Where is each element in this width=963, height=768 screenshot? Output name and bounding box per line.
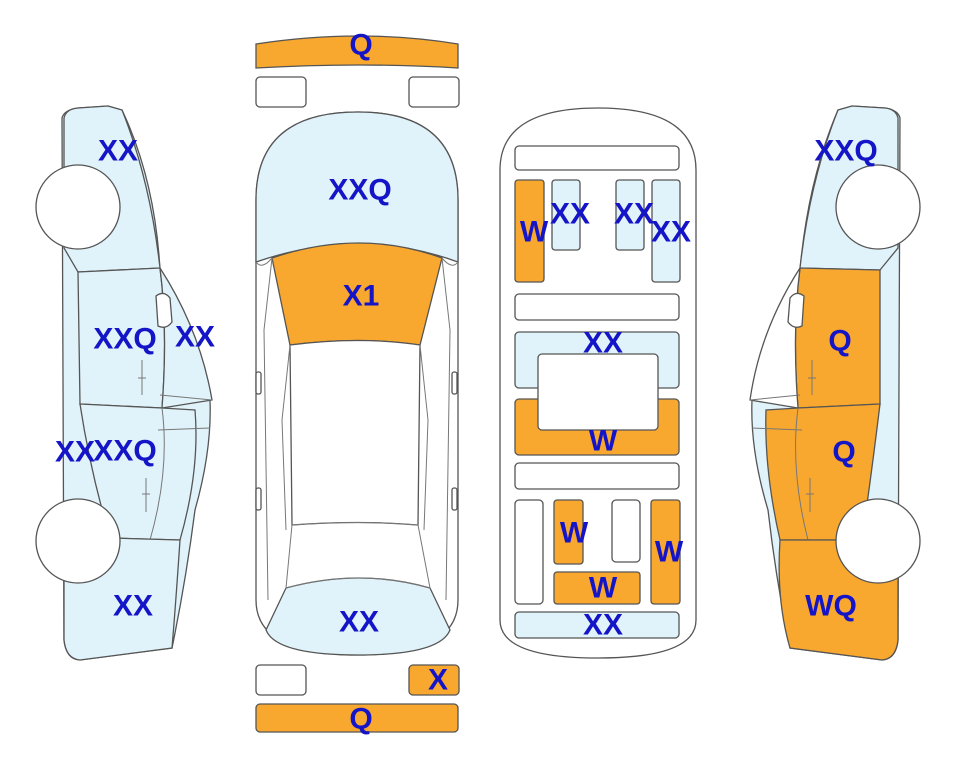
rear-lamp-left[interactable] — [255, 664, 307, 696]
left-front-wheel[interactable] — [35, 164, 121, 250]
left-rear-door-label: XXQ — [93, 435, 156, 468]
rear-panel[interactable] — [514, 611, 680, 639]
roof-panel[interactable] — [289, 339, 421, 526]
frame-right-front[interactable] — [651, 179, 681, 283]
hood-label: XXQ — [328, 174, 391, 207]
frame-inner-2[interactable] — [615, 179, 645, 251]
left-front-door-label: XXQ — [93, 323, 156, 356]
frame-left-front[interactable] — [514, 179, 545, 283]
right-rear-wheel[interactable] — [835, 498, 921, 584]
rear-lamp-right-label: X — [428, 664, 448, 697]
rear-frame-left[interactable] — [553, 499, 584, 565]
frame-inner-1-label: XX — [550, 198, 590, 231]
fuel-tank[interactable] — [537, 353, 659, 431]
rear-crossmember[interactable] — [553, 571, 641, 605]
rear-frame-right[interactable] — [650, 499, 681, 605]
frame-right-front-label: XX — [651, 216, 691, 249]
trunk-lid-label: XX — [339, 606, 379, 639]
left-rocker-label: XX — [55, 436, 95, 469]
rear-bumper-label: Q — [349, 703, 372, 736]
right-front-door-label: Q — [828, 325, 851, 358]
right-rear-door-label: Q — [832, 436, 855, 469]
rear-frame-left-label: W — [560, 517, 589, 550]
top-view: Q XXQ X1 XX X Q — [255, 29, 460, 736]
headlamp-left[interactable] — [255, 76, 307, 108]
rear-panel-label: XX — [583, 609, 623, 642]
right-rear-quarter-label: WQ — [805, 590, 857, 623]
left-side-view: XX XXQ XX XX XXQ XX — [35, 105, 215, 661]
right-mirror[interactable] — [787, 292, 805, 328]
frame-inner-1[interactable] — [551, 179, 581, 251]
right-a-pillar — [749, 267, 801, 409]
underbody-view: W XX XX XX XX W W W W XX — [499, 107, 697, 659]
front-bumper-label: Q — [349, 29, 372, 62]
headlamp-right[interactable] — [408, 76, 460, 108]
left-front-fender-label: XX — [98, 135, 138, 168]
right-front-fender-label: XXQ — [814, 135, 877, 168]
left-rear-wheel[interactable] — [35, 498, 121, 584]
right-side-view: XXQ Q Q WQ — [749, 105, 921, 661]
left-a-pillar-label: XX — [175, 321, 215, 354]
frame-inner-2-label: XX — [614, 198, 654, 231]
rear-bumper[interactable] — [255, 703, 459, 733]
right-front-wheel[interactable] — [835, 164, 921, 250]
roof-front-label: X1 — [343, 280, 380, 313]
floor-mid-label: W — [589, 425, 618, 458]
floor-front-label: XX — [583, 327, 623, 360]
rear-frame-right-label: W — [655, 536, 684, 569]
left-rear-quarter-label: XX — [113, 590, 153, 623]
left-mirror[interactable] — [155, 292, 173, 328]
rear-lamp-right[interactable] — [408, 664, 460, 696]
rear-crossmember-label: W — [589, 572, 618, 605]
frame-left-front-label: W — [520, 216, 549, 249]
front-bumper[interactable] — [255, 35, 459, 69]
